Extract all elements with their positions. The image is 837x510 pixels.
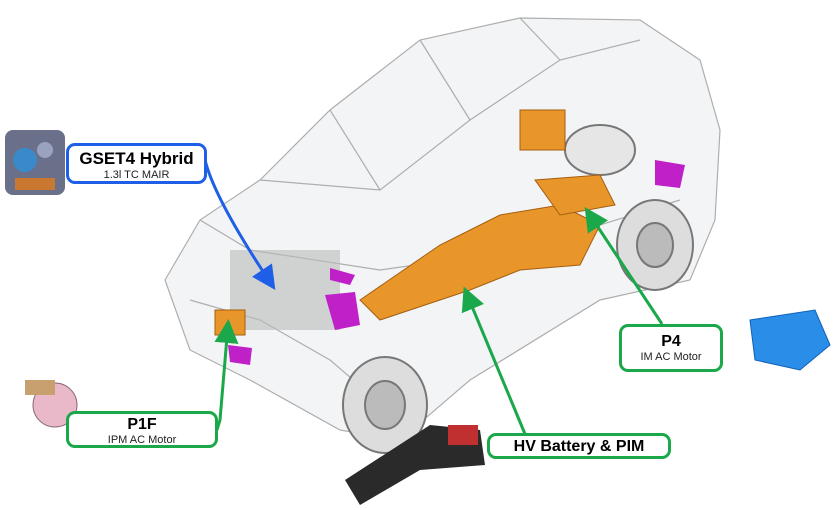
battery-arrow	[461, 286, 527, 435]
front-right-wheel-hub	[364, 380, 406, 430]
p1f-callout: P1F IPM AC Motor	[66, 411, 218, 448]
p1f-callout-title: P1F	[127, 416, 157, 433]
p1f-arrow	[214, 319, 239, 431]
engine-thumbnail	[5, 130, 65, 195]
p4-callout: P4 IM AC Motor	[619, 324, 723, 372]
engine-block	[230, 250, 340, 330]
p4-arrow	[584, 206, 664, 325]
engine-callout: GSET4 Hybrid 1.3l TC MAIR	[66, 143, 207, 184]
car-body	[164, 17, 721, 441]
front-mount-upper	[330, 268, 355, 285]
p4-callout-subtitle: IM AC Motor	[640, 351, 702, 363]
engine-arrow	[203, 159, 276, 290]
battery-thumbnail	[345, 425, 485, 505]
engine-callout-subtitle: 1.3l TC MAIR	[103, 169, 170, 181]
engine-callout-title: GSET4 Hybrid	[79, 149, 194, 168]
front-mount	[228, 345, 252, 365]
rear-battery-module	[519, 109, 566, 151]
rear-mount	[655, 160, 685, 188]
p4-motor-thumbnail	[749, 309, 831, 371]
battery-callout-title: HV Battery & PIM	[513, 438, 645, 455]
hv-battery-pack	[359, 204, 601, 321]
rear-motor-housing	[534, 174, 616, 216]
spare-tire	[564, 124, 636, 176]
rear-right-wheel-hub	[636, 222, 674, 268]
p1f-callout-subtitle: IPM AC Motor	[107, 434, 177, 446]
p1f-motor-housing	[214, 309, 246, 336]
p4-callout-title: P4	[661, 333, 681, 350]
battery-callout: HV Battery & PIM	[487, 433, 671, 459]
engine-mount	[325, 292, 360, 330]
